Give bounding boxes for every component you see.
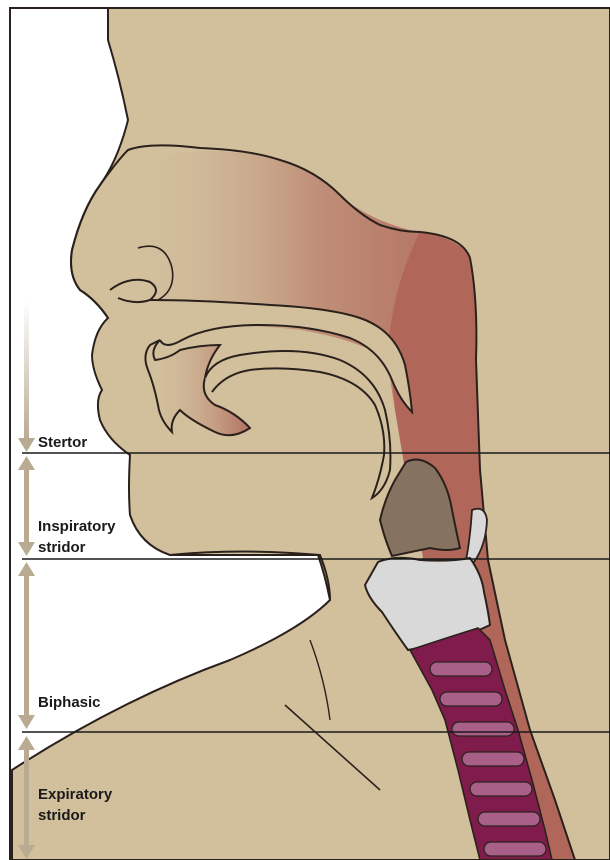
stertor-arrow xyxy=(18,300,35,452)
inspiratory-arrow xyxy=(18,456,35,556)
biphasic-arrow xyxy=(18,562,35,729)
zone-label-expiratory-stridor: Expiratory stridor xyxy=(38,784,112,826)
zone-label-inspiratory-stridor: Inspiratory stridor xyxy=(38,516,116,558)
zone-label-stertor: Stertor xyxy=(38,432,87,453)
zone-label-biphasic: Biphasic xyxy=(38,692,101,713)
